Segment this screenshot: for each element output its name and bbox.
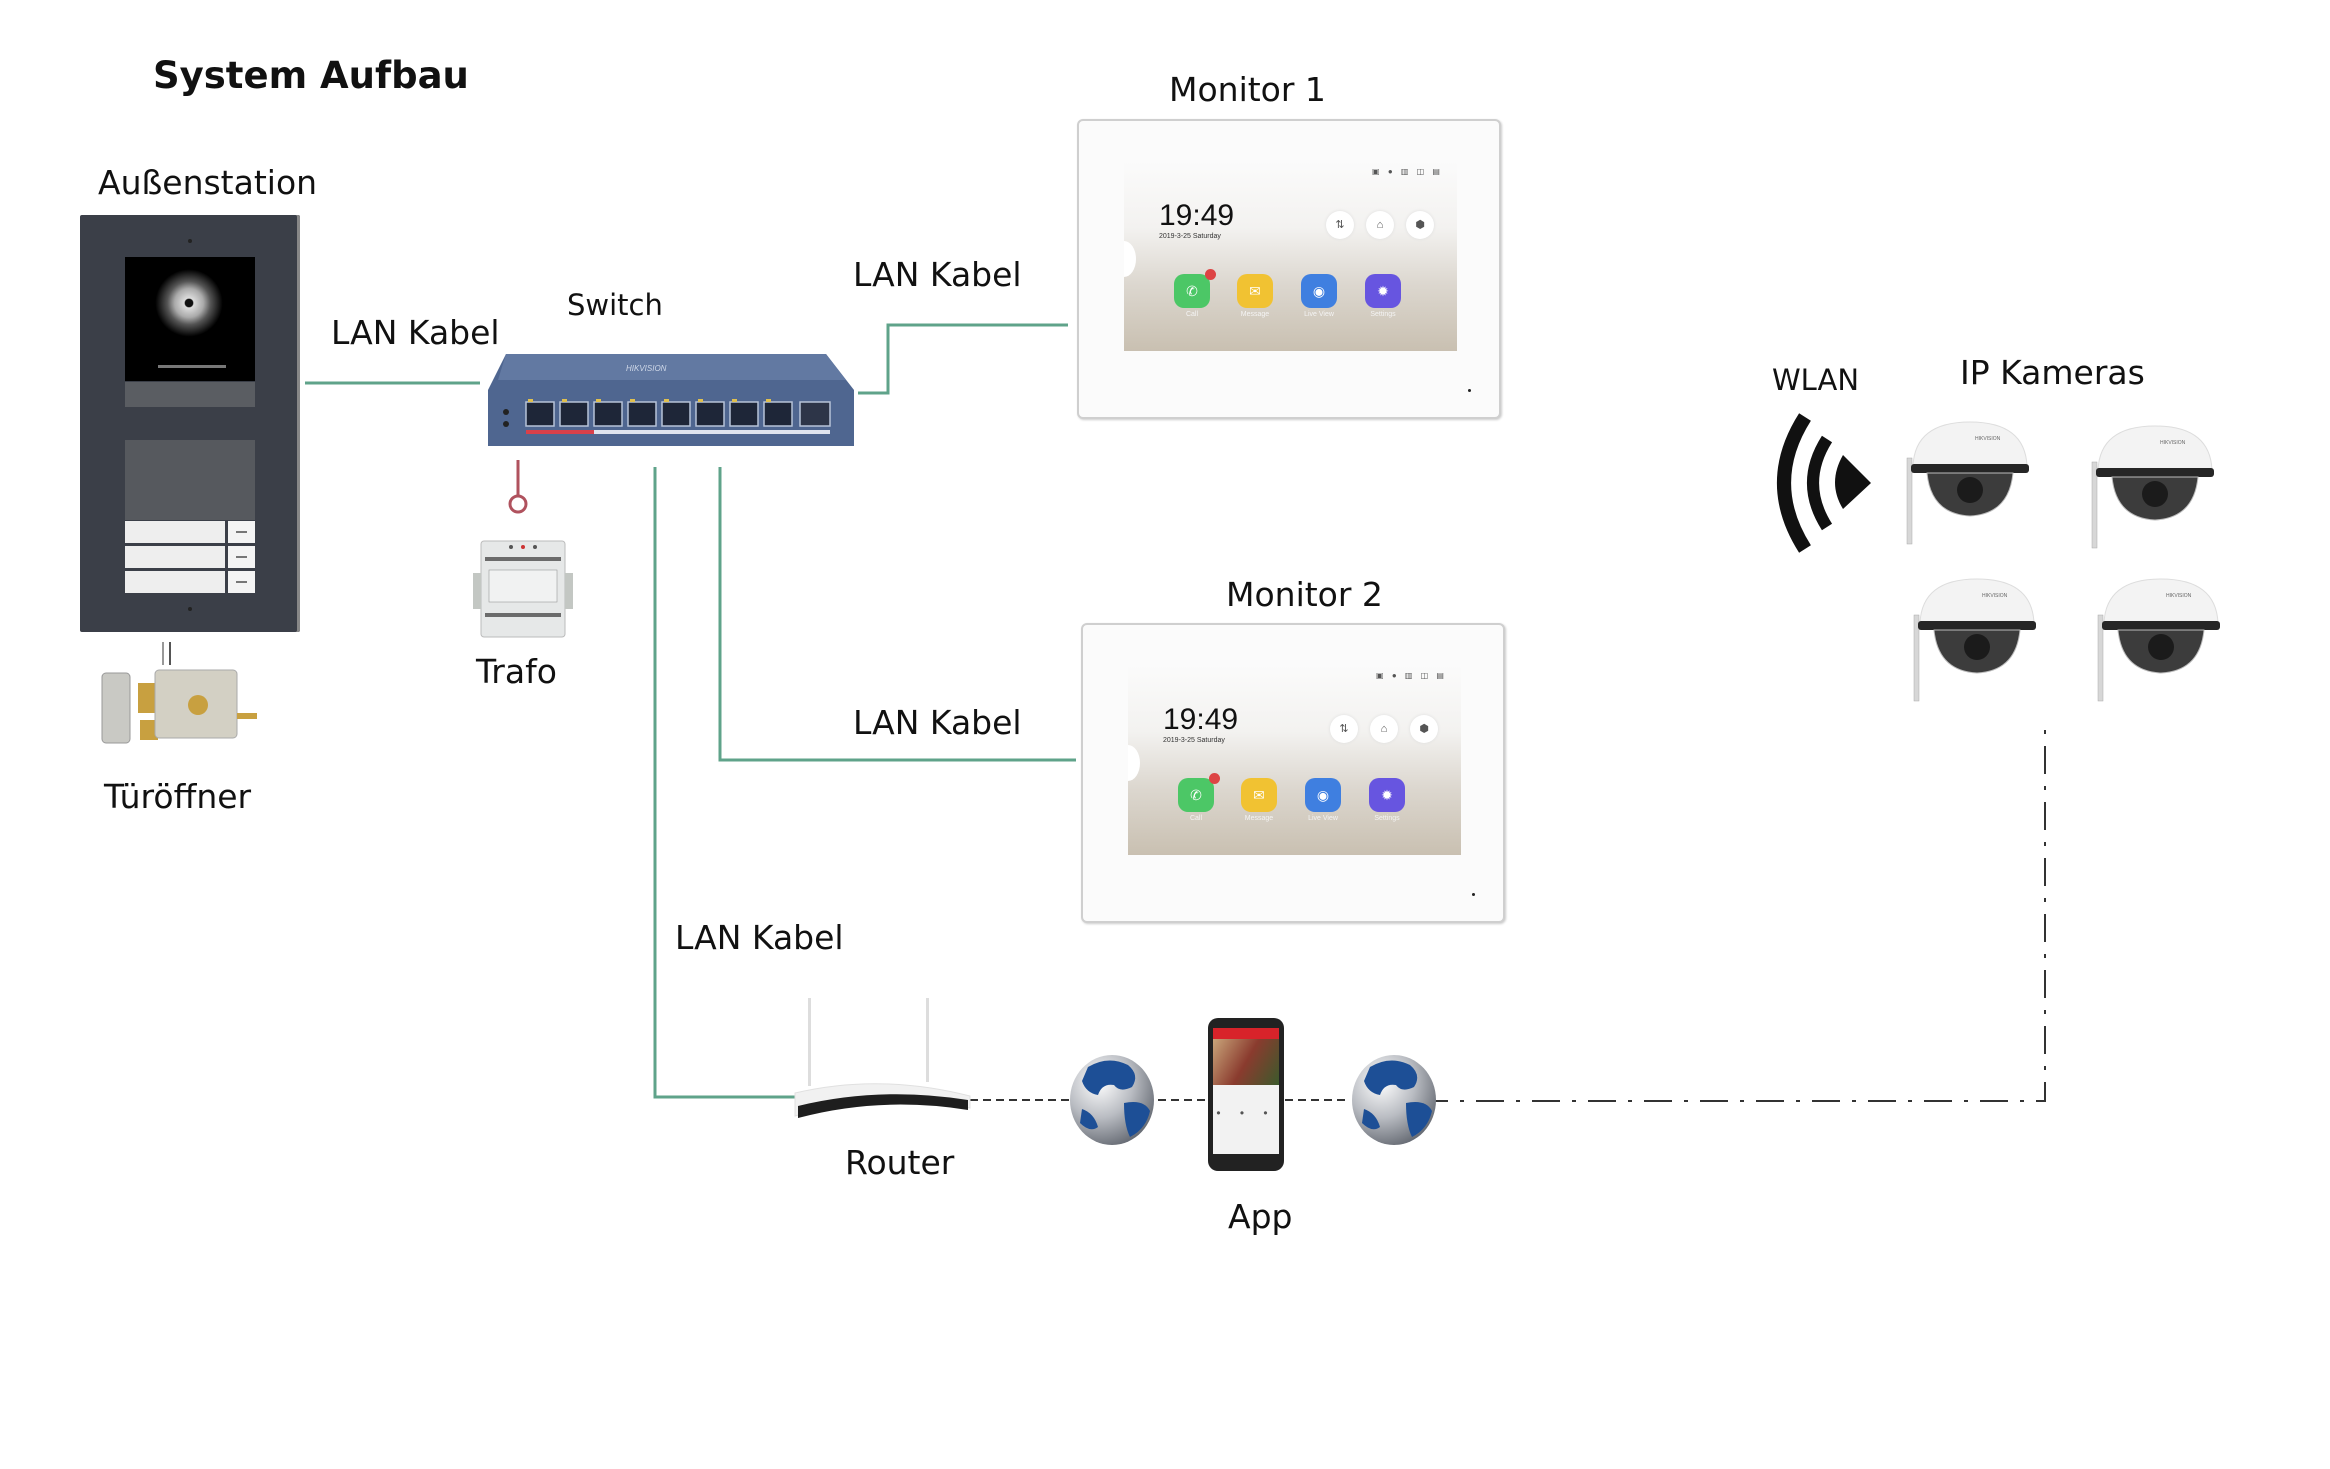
app-message-icon: ✉: [1241, 778, 1277, 812]
notification-badge: [1209, 773, 1220, 784]
door-station-call-button: [228, 546, 255, 568]
quick-button-elevator-icon: ⇅: [1326, 211, 1354, 239]
door-station-device: [80, 215, 300, 632]
door-opener-lock-icon: [101, 669, 257, 744]
ip-cameras-label: IP Kameras: [1960, 353, 2145, 392]
power-connector: [508, 494, 528, 514]
door-station-label: Außenstation: [98, 163, 318, 202]
app-video-feed: [1213, 1039, 1279, 1085]
door-station-mic: [188, 239, 192, 243]
monitor1-device: ▣ ● ▥ ◫ ▤ 19:49 2019-3-25 Saturday ⇅ ⌂ ⬢…: [1077, 119, 1501, 419]
door-station-call-button: [228, 521, 255, 543]
internet-link-cameras: [1420, 728, 2046, 1102]
app-label: Settings: [1374, 815, 1400, 822]
cable-label: LAN Kabel: [331, 313, 500, 352]
app-label: Settings: [1370, 311, 1396, 318]
wifi-signal-icon: [1777, 413, 1871, 553]
monitor2-screen: ▣ ● ▥ ◫ ▤ 19:49 2019-3-25 Saturday ⇅ ⌂ ⬢…: [1128, 665, 1461, 855]
ip-camera-2: HIKVISION: [2091, 425, 2214, 549]
quick-button-elevator-icon: ⇅: [1330, 715, 1358, 743]
ip-camera-1: HIKVISION: [1906, 421, 2029, 545]
monitor1-screen: ▣ ● ▥ ◫ ▤ 19:49 2019-3-25 Saturday ⇅ ⌂ ⬢…: [1124, 161, 1457, 351]
app-label: Call: [1189, 815, 1203, 822]
monitor-led: [1472, 893, 1475, 896]
door-station-camera: [125, 257, 255, 381]
door-station-name-plate: [125, 546, 225, 568]
side-tab: [1124, 241, 1136, 277]
internet-globe-icon: [1070, 1055, 1154, 1145]
svg-text:HIKVISION: HIKVISION: [2160, 440, 2186, 446]
monitor2-device: ▣ ● ▥ ◫ ▤ 19:49 2019-3-25 Saturday ⇅ ⌂ ⬢…: [1081, 623, 1505, 923]
door-station-name-plate: [125, 521, 225, 543]
internet-globe-icon: [1352, 1055, 1436, 1145]
app-settings-icon: ✹: [1365, 274, 1401, 308]
lan-cable-switch-monitor2: [718, 467, 1076, 762]
monitor1-label: Monitor 1: [1169, 70, 1326, 109]
cable-label: LAN Kabel: [853, 255, 1022, 294]
svg-text:HIKVISION: HIKVISION: [2166, 593, 2192, 599]
quick-button-arm-icon: ⬢: [1410, 715, 1438, 743]
ip-camera-3: HIKVISION: [1913, 578, 2036, 702]
app-label: Call: [1185, 311, 1199, 318]
app-header-bar: [1213, 1028, 1279, 1039]
monitor-led: [1468, 389, 1471, 392]
door-station-call-button: [228, 571, 255, 593]
app-label: App: [1228, 1197, 1293, 1236]
cable-label: LAN Kabel: [853, 703, 1022, 742]
status-icons: ▣ ● ▥ ◫ ▤: [1376, 671, 1447, 680]
monitor2-label: Monitor 2: [1226, 575, 1383, 614]
app-label: Message: [1244, 815, 1274, 822]
quick-button-door-icon: ⌂: [1366, 211, 1394, 239]
app-settings-icon: ✹: [1369, 778, 1405, 812]
door-station-panel: [125, 440, 255, 520]
transformer-label: Trafo: [476, 652, 557, 691]
status-icons: ▣ ● ▥ ◫ ▤: [1372, 167, 1443, 176]
lan-cable-switch-monitor1: [858, 323, 1068, 395]
door-opener-label: Türöffner: [104, 777, 252, 816]
router-device: [794, 998, 971, 1118]
cable-label: LAN Kabel: [675, 918, 844, 957]
smartphone-app-device: • • •: [1208, 1018, 1284, 1171]
door-station-panel: [125, 382, 255, 407]
svg-text:HIKVISION: HIKVISION: [626, 364, 667, 373]
app-label: Live View: [1308, 815, 1338, 822]
router-label: Router: [845, 1143, 955, 1182]
app-label: Message: [1240, 311, 1270, 318]
app-message-icon: ✉: [1237, 274, 1273, 308]
ip-camera-4: HIKVISION: [2097, 578, 2220, 702]
app-controls: • • •: [1216, 1106, 1276, 1120]
door-station-speaker: [188, 607, 192, 611]
notification-badge: [1205, 269, 1216, 280]
svg-text:HIKVISION: HIKVISION: [1975, 436, 2001, 442]
network-switch-device: HIKVISION: [488, 354, 854, 446]
camera-led-bar: [158, 365, 226, 368]
app-live-view-icon: ◉: [1305, 778, 1341, 812]
quick-button-arm-icon: ⬢: [1406, 211, 1434, 239]
door-station-name-plate: [125, 571, 225, 593]
app-label: Live View: [1304, 311, 1334, 318]
wlan-label: WLAN: [1772, 363, 1860, 397]
clock-time: 19:49: [1163, 703, 1239, 736]
side-tab: [1128, 745, 1140, 781]
clock-time: 19:49: [1159, 199, 1235, 232]
clock-date: 2019-3-25 Saturday: [1163, 737, 1225, 744]
svg-text:HIKVISION: HIKVISION: [1982, 593, 2008, 599]
app-call-icon: ✆: [1174, 274, 1210, 308]
app-live-view-icon: ◉: [1301, 274, 1337, 308]
lan-cable-switch-router: [653, 467, 795, 1099]
app-call-icon: ✆: [1178, 778, 1214, 812]
clock-date: 2019-3-25 Saturday: [1159, 233, 1221, 240]
diagram-title: System Aufbau: [153, 54, 469, 97]
camera-lens-icon: [155, 269, 223, 337]
quick-button-door-icon: ⌂: [1370, 715, 1398, 743]
phone-screen: • • •: [1213, 1028, 1279, 1154]
transformer-device: [473, 540, 573, 638]
switch-label: Switch: [567, 288, 663, 322]
